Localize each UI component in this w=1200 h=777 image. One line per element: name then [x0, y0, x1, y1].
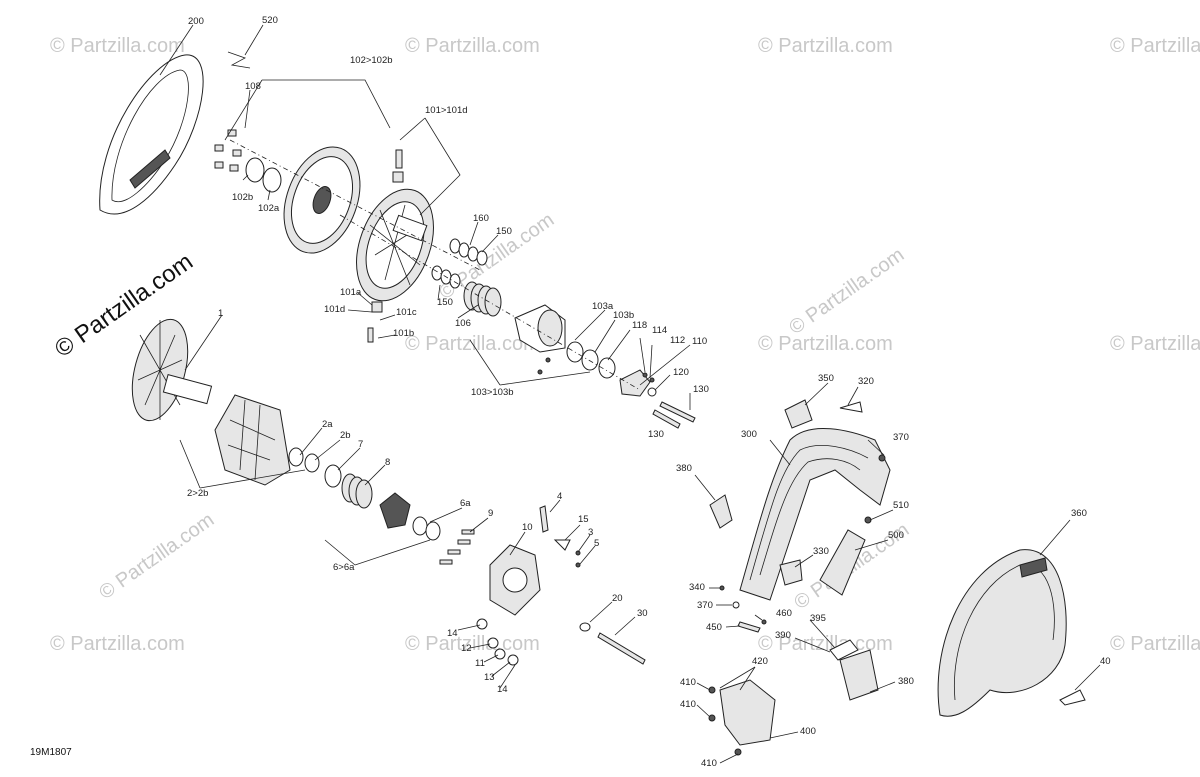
callout-3: 3: [588, 527, 593, 538]
callout-112: 112: [670, 335, 685, 346]
callout-340: 340: [689, 582, 705, 593]
callout-2a: 2a: [322, 419, 333, 430]
callout-15: 15: [578, 514, 589, 525]
driven-pulley-part: [245, 146, 434, 343]
callout-300: 300: [741, 429, 757, 440]
callout-20: 20: [612, 593, 623, 604]
pulley-guard-part: [937, 549, 1086, 717]
callout-8: 8: [385, 457, 390, 468]
callout-103b: 103b: [613, 310, 634, 321]
callout-103-103b: 103>103b: [471, 387, 514, 398]
callout-390: 390: [775, 630, 791, 641]
callout-320: 320: [858, 376, 874, 387]
callout-14: 14: [497, 684, 508, 695]
callout-10: 10: [522, 522, 533, 533]
callout-6a: 6a: [460, 498, 471, 509]
callout-450: 450: [706, 622, 722, 633]
diagram-code: 19M1807: [30, 747, 72, 758]
callout-160: 160: [473, 213, 489, 224]
watermark: © Partzilla.com: [50, 633, 185, 655]
drive-belt-part: [99, 54, 204, 215]
watermark: © Partzilla.com: [1110, 35, 1200, 57]
pin-clip-part: [214, 51, 251, 172]
callout-520: 520: [262, 15, 278, 26]
callout-2-2b: 2>2b: [187, 488, 208, 499]
callout-13: 13: [484, 672, 495, 683]
drive-pulley-part: [131, 318, 441, 541]
callout-380: 380: [898, 676, 914, 687]
callout-102b: 102b: [232, 192, 253, 203]
lower-bracket-part: [708, 619, 879, 756]
callout-40: 40: [1100, 656, 1111, 667]
callout-12: 12: [461, 643, 472, 654]
callout-103a: 103a: [592, 301, 614, 312]
callout-330: 330: [813, 546, 829, 557]
callout-6-6a: 6>6a: [333, 562, 355, 573]
watermark: © Partzilla.com: [785, 244, 908, 339]
callout-200: 200: [188, 16, 204, 27]
callout-1: 1: [218, 308, 223, 319]
watermark: © Partzilla.com: [758, 633, 893, 655]
callout-420: 420: [752, 656, 768, 667]
callout-101-101d: 101>101d: [425, 105, 468, 116]
callout-106: 106: [455, 318, 471, 329]
cam-part: [514, 304, 616, 379]
watermark: © Partzilla.com: [1110, 633, 1200, 655]
callout-7: 7: [358, 439, 363, 450]
callout-150: 150: [437, 297, 453, 308]
callout-101b: 101b: [393, 328, 414, 339]
callout-395: 395: [810, 613, 826, 624]
callout-370: 370: [893, 432, 909, 443]
callout-5: 5: [594, 538, 599, 549]
callout-101c: 101c: [396, 307, 417, 318]
callout-410: 410: [680, 699, 696, 710]
callout-350: 350: [818, 373, 834, 384]
callout-380: 380: [676, 463, 692, 474]
spring-and-rings-part: [431, 238, 502, 317]
callout-120: 120: [673, 367, 689, 378]
watermark: © Partzilla.com: [758, 35, 893, 57]
watermark: © Partzilla.com: [95, 509, 218, 604]
callout-4: 4: [557, 491, 562, 502]
callout-410: 410: [680, 677, 696, 688]
cap-and-bolts-part: [619, 369, 696, 429]
callout-150: 150: [496, 226, 512, 237]
callout-14: 14: [447, 628, 458, 639]
callout-400: 400: [800, 726, 816, 737]
callout-500: 500: [888, 530, 904, 541]
callout-460: 460: [776, 608, 792, 619]
callout-510: 510: [893, 500, 909, 511]
watermark: © Partzilla.com: [405, 35, 540, 57]
watermark: © Partzilla.com: [1110, 333, 1200, 355]
callout-102a: 102a: [258, 203, 280, 214]
callout-130: 130: [648, 429, 664, 440]
watermark: © Partzilla.com: [50, 35, 185, 57]
callout-114: 114: [652, 325, 667, 336]
callout-410: 410: [701, 758, 717, 769]
callout-11: 11: [475, 658, 485, 669]
callout-labels: 200 520 102>102b 108 101>101d 102b 102a …: [187, 15, 1111, 769]
callout-102-102b: 102>102b: [350, 55, 393, 66]
callout-370: 370: [697, 600, 713, 611]
callout-30: 30: [637, 608, 648, 619]
callout-101d: 101d: [324, 304, 345, 315]
callout-101a: 101a: [340, 287, 362, 298]
watermark: © Partzilla.com: [758, 333, 893, 355]
callout-110: 110: [692, 336, 707, 347]
drive-pulley-hardware-part: [439, 505, 646, 666]
callout-130: 130: [693, 384, 709, 395]
callout-2b: 2b: [340, 430, 351, 441]
callout-118: 118: [632, 320, 647, 331]
watermark: © Partzilla.com: [405, 633, 540, 655]
callout-108: 108: [245, 81, 261, 92]
callout-360: 360: [1071, 508, 1087, 519]
leader-lines: [159, 24, 1101, 764]
guard-support-part: [709, 399, 891, 609]
callout-9: 9: [488, 508, 493, 519]
